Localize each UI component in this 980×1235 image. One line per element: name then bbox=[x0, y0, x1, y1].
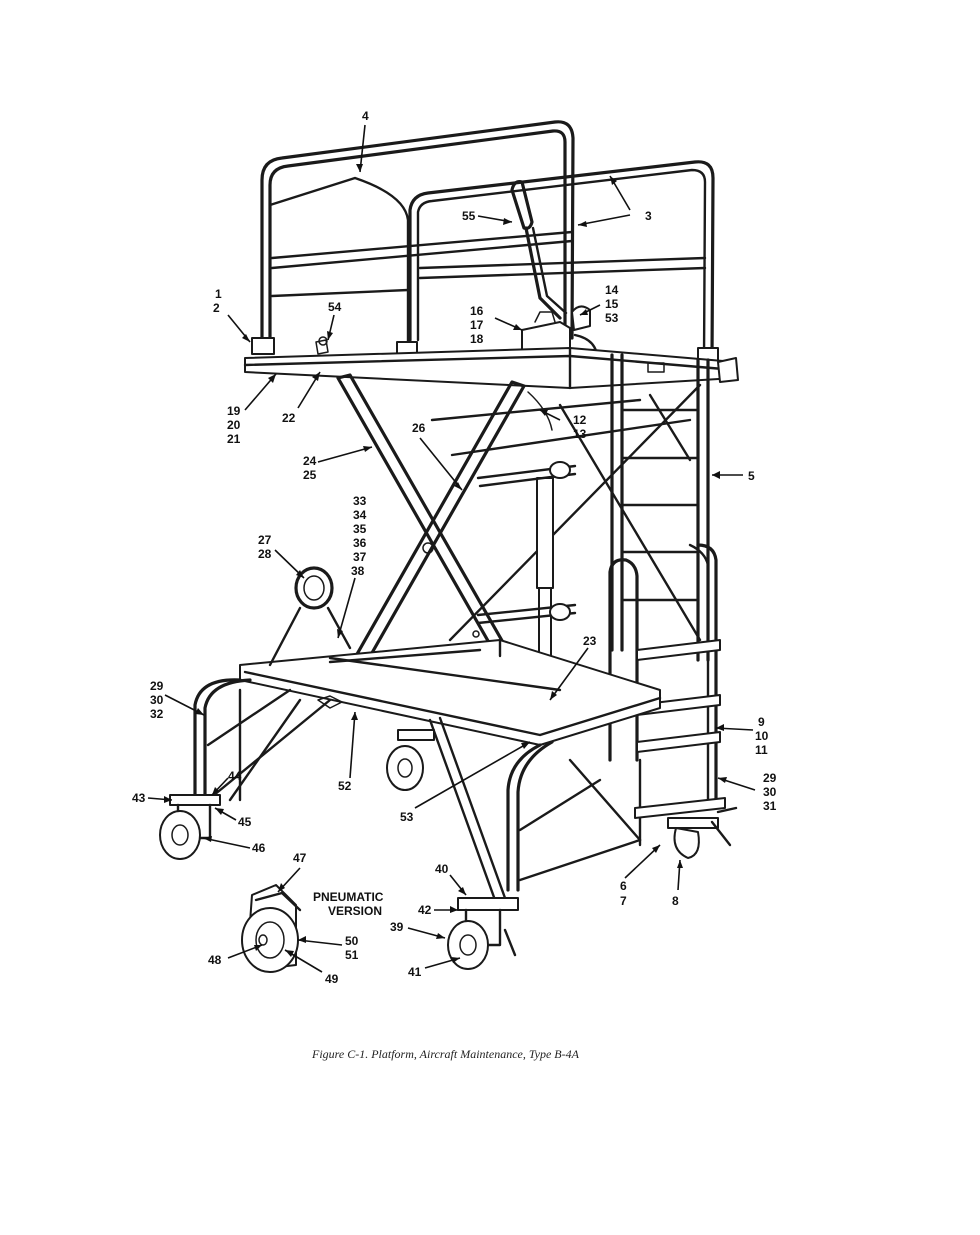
base-legs-right bbox=[428, 716, 726, 902]
callout-41: 41 bbox=[408, 965, 422, 979]
inset-label-pneumatic: PNEUMATIC bbox=[313, 890, 384, 904]
callout-38: 38 bbox=[351, 564, 365, 578]
base-frame bbox=[239, 638, 662, 746]
callout-31: 31 bbox=[763, 799, 777, 813]
callout-42: 42 bbox=[418, 903, 432, 917]
callout-47: 47 bbox=[293, 851, 307, 865]
callout-36: 36 bbox=[353, 536, 367, 550]
callout-54: 54 bbox=[328, 300, 342, 314]
callout-22: 22 bbox=[282, 411, 296, 425]
figure-caption: Figure C-1. Platform, Aircraft Maintenan… bbox=[311, 1047, 580, 1061]
caster-rear-right bbox=[667, 806, 738, 859]
upper-guard-rail-right bbox=[408, 160, 719, 365]
callout-29-right: 29 bbox=[763, 771, 777, 785]
tow-bar bbox=[268, 566, 352, 667]
inset-label: PNEUMATIC VERSION bbox=[313, 890, 384, 918]
callout-11: 11 bbox=[755, 743, 768, 757]
leader-lines bbox=[147, 124, 756, 973]
callout-40: 40 bbox=[435, 862, 449, 876]
pump-handle bbox=[510, 180, 568, 320]
callout-39: 39 bbox=[390, 920, 404, 934]
callout-53-upper: 53 bbox=[605, 311, 619, 325]
callout-29-left: 29 bbox=[150, 679, 164, 693]
callout-15: 15 bbox=[605, 297, 619, 311]
callout-46: 46 bbox=[252, 841, 266, 855]
callout-48: 48 bbox=[208, 953, 222, 967]
callout-16: 16 bbox=[470, 304, 484, 318]
callout-45: 45 bbox=[238, 815, 252, 829]
callout-17: 17 bbox=[470, 318, 484, 332]
callout-50: 50 bbox=[345, 934, 359, 948]
callout-43: 43 bbox=[132, 791, 146, 805]
callout-51: 51 bbox=[345, 948, 359, 962]
callout-32: 32 bbox=[150, 707, 164, 721]
callout-52: 52 bbox=[338, 779, 352, 793]
callout-3: 3 bbox=[645, 209, 652, 223]
caster-rear-left bbox=[386, 729, 435, 791]
callout-labels: 1 2 3 4 5 6 7 8 9 10 11 12 13 14 15 53 1… bbox=[132, 109, 777, 986]
step-handrail bbox=[608, 543, 721, 802]
callout-10: 10 bbox=[755, 729, 769, 743]
callout-28: 28 bbox=[258, 547, 272, 561]
callout-24: 24 bbox=[303, 454, 317, 468]
callout-49: 49 bbox=[325, 972, 339, 986]
callout-19: 19 bbox=[227, 404, 241, 418]
callout-37: 37 bbox=[353, 550, 367, 564]
upper-guard-rail-left bbox=[251, 120, 575, 357]
callout-35: 35 bbox=[353, 522, 367, 536]
callout-23: 23 bbox=[583, 634, 597, 648]
callout-27: 27 bbox=[258, 533, 272, 547]
callout-18: 18 bbox=[470, 332, 484, 346]
caster-front-left bbox=[159, 794, 221, 860]
callout-12: 12 bbox=[573, 413, 587, 427]
callout-14: 14 bbox=[605, 283, 619, 297]
callout-20: 20 bbox=[227, 418, 241, 432]
callout-25: 25 bbox=[303, 468, 317, 482]
callout-33: 33 bbox=[353, 494, 367, 508]
callout-2: 2 bbox=[213, 301, 220, 315]
callout-13: 13 bbox=[573, 427, 587, 441]
callout-55: 55 bbox=[462, 209, 476, 223]
callout-6: 6 bbox=[620, 879, 627, 893]
callout-7: 7 bbox=[620, 894, 627, 908]
callout-44: 44 bbox=[228, 769, 242, 783]
callout-34: 34 bbox=[353, 508, 367, 522]
callout-4: 4 bbox=[362, 109, 369, 123]
callout-8: 8 bbox=[672, 894, 679, 908]
inset-label-version: VERSION bbox=[328, 904, 382, 918]
callout-30-right: 30 bbox=[763, 785, 777, 799]
callout-1: 1 bbox=[215, 287, 222, 301]
pneumatic-wheel-inset bbox=[241, 884, 302, 973]
platform-deck bbox=[243, 336, 739, 390]
callout-53-lower: 53 bbox=[400, 810, 414, 824]
base-legs-left bbox=[193, 678, 332, 802]
callout-26: 26 bbox=[412, 421, 426, 435]
caster-front-right bbox=[447, 897, 519, 970]
callout-30-left: 30 bbox=[150, 693, 164, 707]
callout-5: 5 bbox=[748, 469, 755, 483]
callout-21: 21 bbox=[227, 432, 241, 446]
callout-9: 9 bbox=[758, 715, 765, 729]
